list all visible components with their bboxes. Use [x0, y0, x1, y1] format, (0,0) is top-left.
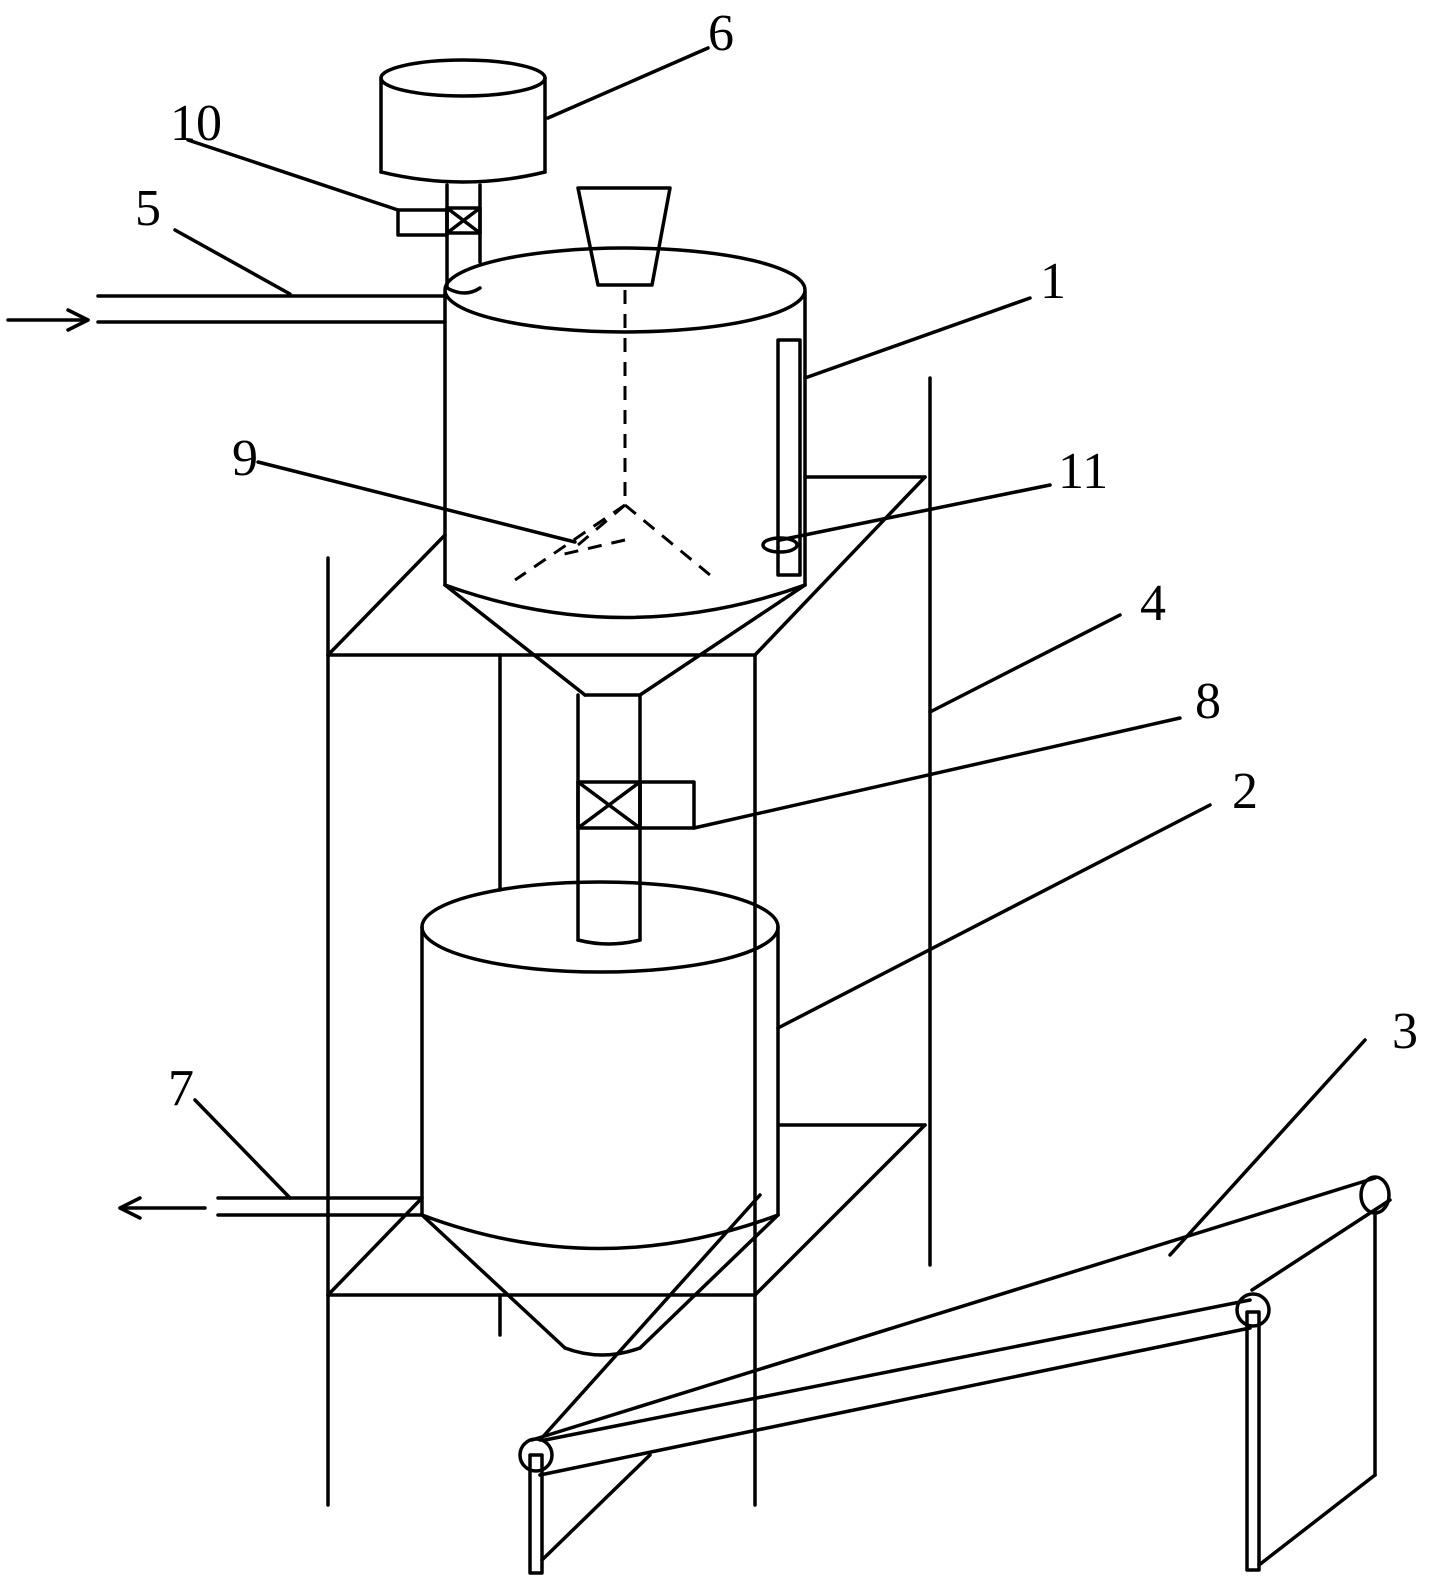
leader-lines — [173, 46, 1367, 1257]
valve-8 — [576, 780, 696, 830]
label-9: 9 — [232, 430, 258, 487]
outlet-pipe — [118, 1196, 424, 1220]
label-2: 2 — [1232, 763, 1258, 820]
label-7: 7 — [168, 1060, 194, 1117]
label-11: 11 — [1058, 443, 1108, 500]
label-5: 5 — [135, 180, 161, 237]
lower-tank — [420, 880, 780, 1357]
upper-tank — [443, 186, 807, 697]
support-frame — [326, 376, 932, 1507]
conveyor-belt — [518, 1175, 1392, 1575]
inlet-pipe — [6, 294, 447, 332]
label-8: 8 — [1195, 673, 1221, 730]
label-4: 4 — [1140, 575, 1166, 632]
part-labels: 6 10 5 1 9 11 4 8 2 3 7 — [135, 5, 1418, 1117]
label-6: 6 — [708, 5, 734, 62]
label-3: 3 — [1392, 1003, 1418, 1060]
label-10: 10 — [170, 95, 222, 152]
label-1: 1 — [1040, 253, 1066, 310]
valve-10 — [396, 206, 482, 237]
reagent-tank — [379, 58, 547, 295]
